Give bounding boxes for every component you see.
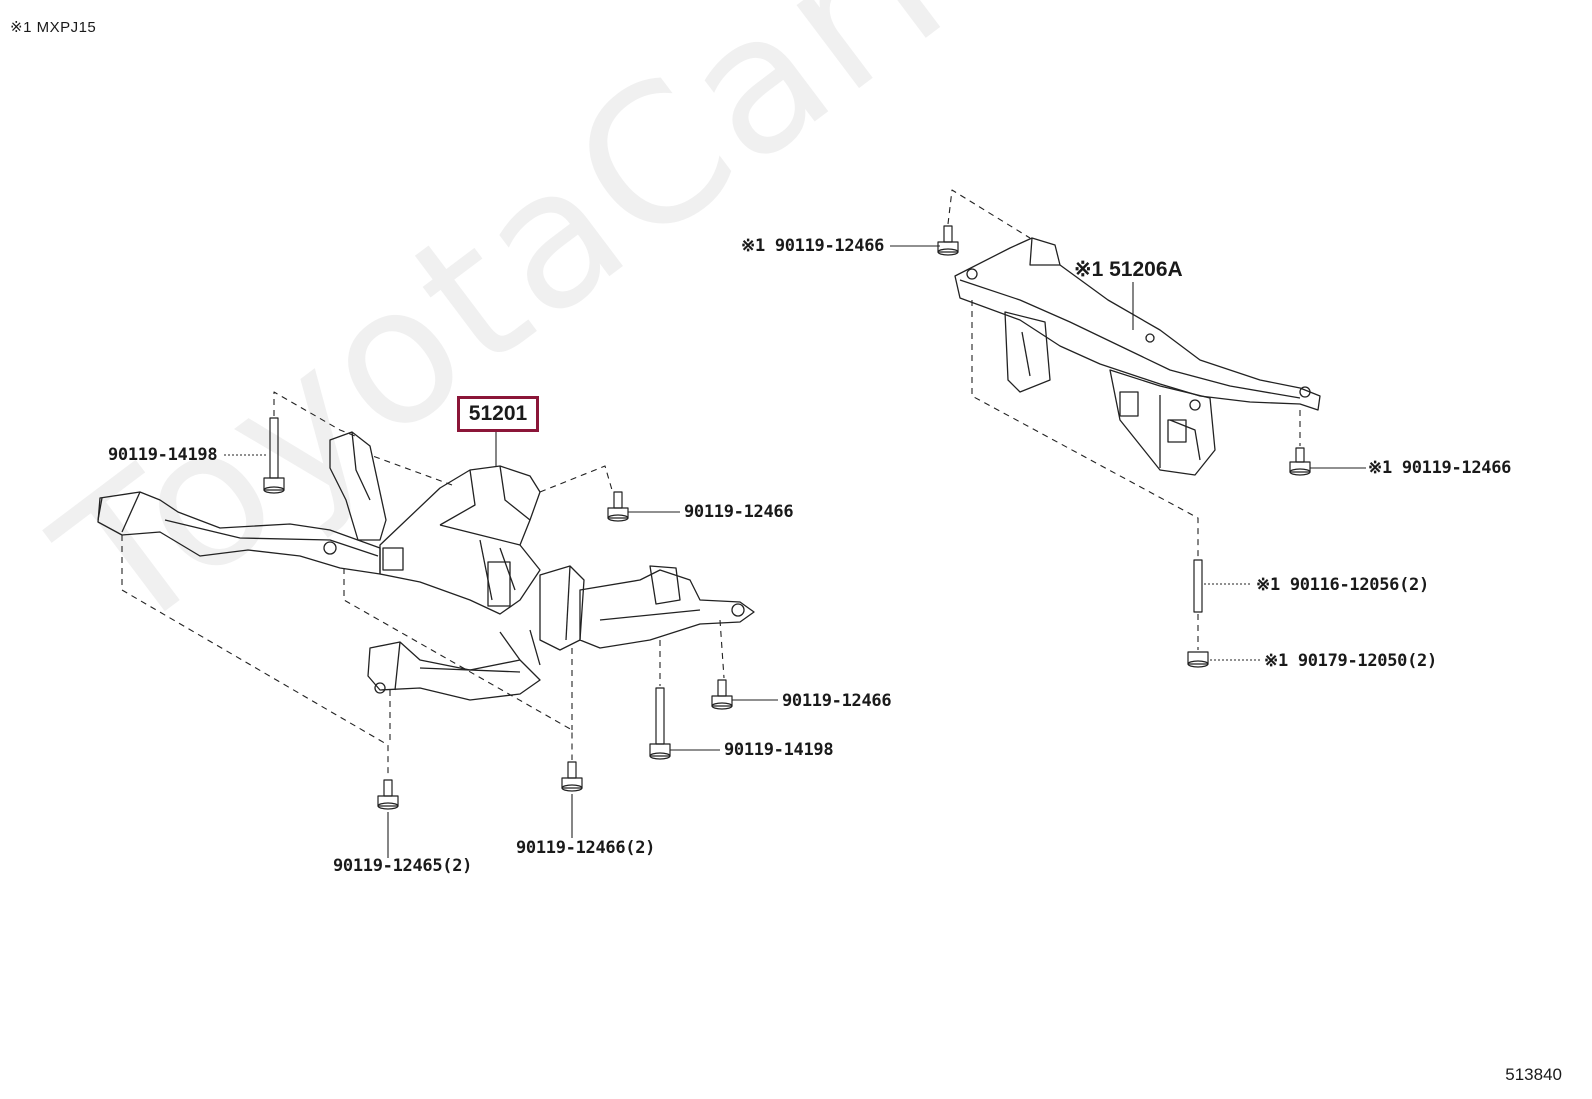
callout-bolt-bottom-left[interactable]: 90119-12465(2) (333, 856, 473, 876)
callout-nut-rear[interactable]: ※1 90179-12050(2) (1264, 651, 1437, 671)
main-part-number[interactable]: 51201 (457, 396, 539, 432)
callout-bolt-rear-top[interactable]: ※1 90119-12466 (741, 236, 885, 256)
callout-bolt-left-top[interactable]: 90119-14198 (108, 445, 218, 465)
front-subframe-drawing (97, 431, 755, 701)
rear-crossmember-drawing (954, 237, 1321, 476)
callout-bolt-right-long[interactable]: 90119-14198 (724, 740, 834, 760)
model-note: ※1 MXPJ15 (10, 19, 97, 36)
callout-bolt-rear-right[interactable]: ※1 90119-12466 (1368, 458, 1512, 478)
guide-lines (121, 189, 1301, 778)
callout-bolt-front-right[interactable]: 90119-12466 (684, 502, 794, 522)
diagram-id: 513840 (1505, 1065, 1562, 1084)
leader-lines (224, 245, 1366, 858)
callout-bolt-right-mid[interactable]: 90119-12466 (782, 691, 892, 711)
callout-stud-rear[interactable]: ※1 90116-12056(2) (1256, 575, 1429, 595)
secondary-part-number[interactable]: ※1 51206A (1074, 258, 1183, 281)
fasteners (263, 225, 1311, 810)
callout-bolt-bottom-mid[interactable]: 90119-12466(2) (516, 838, 656, 858)
